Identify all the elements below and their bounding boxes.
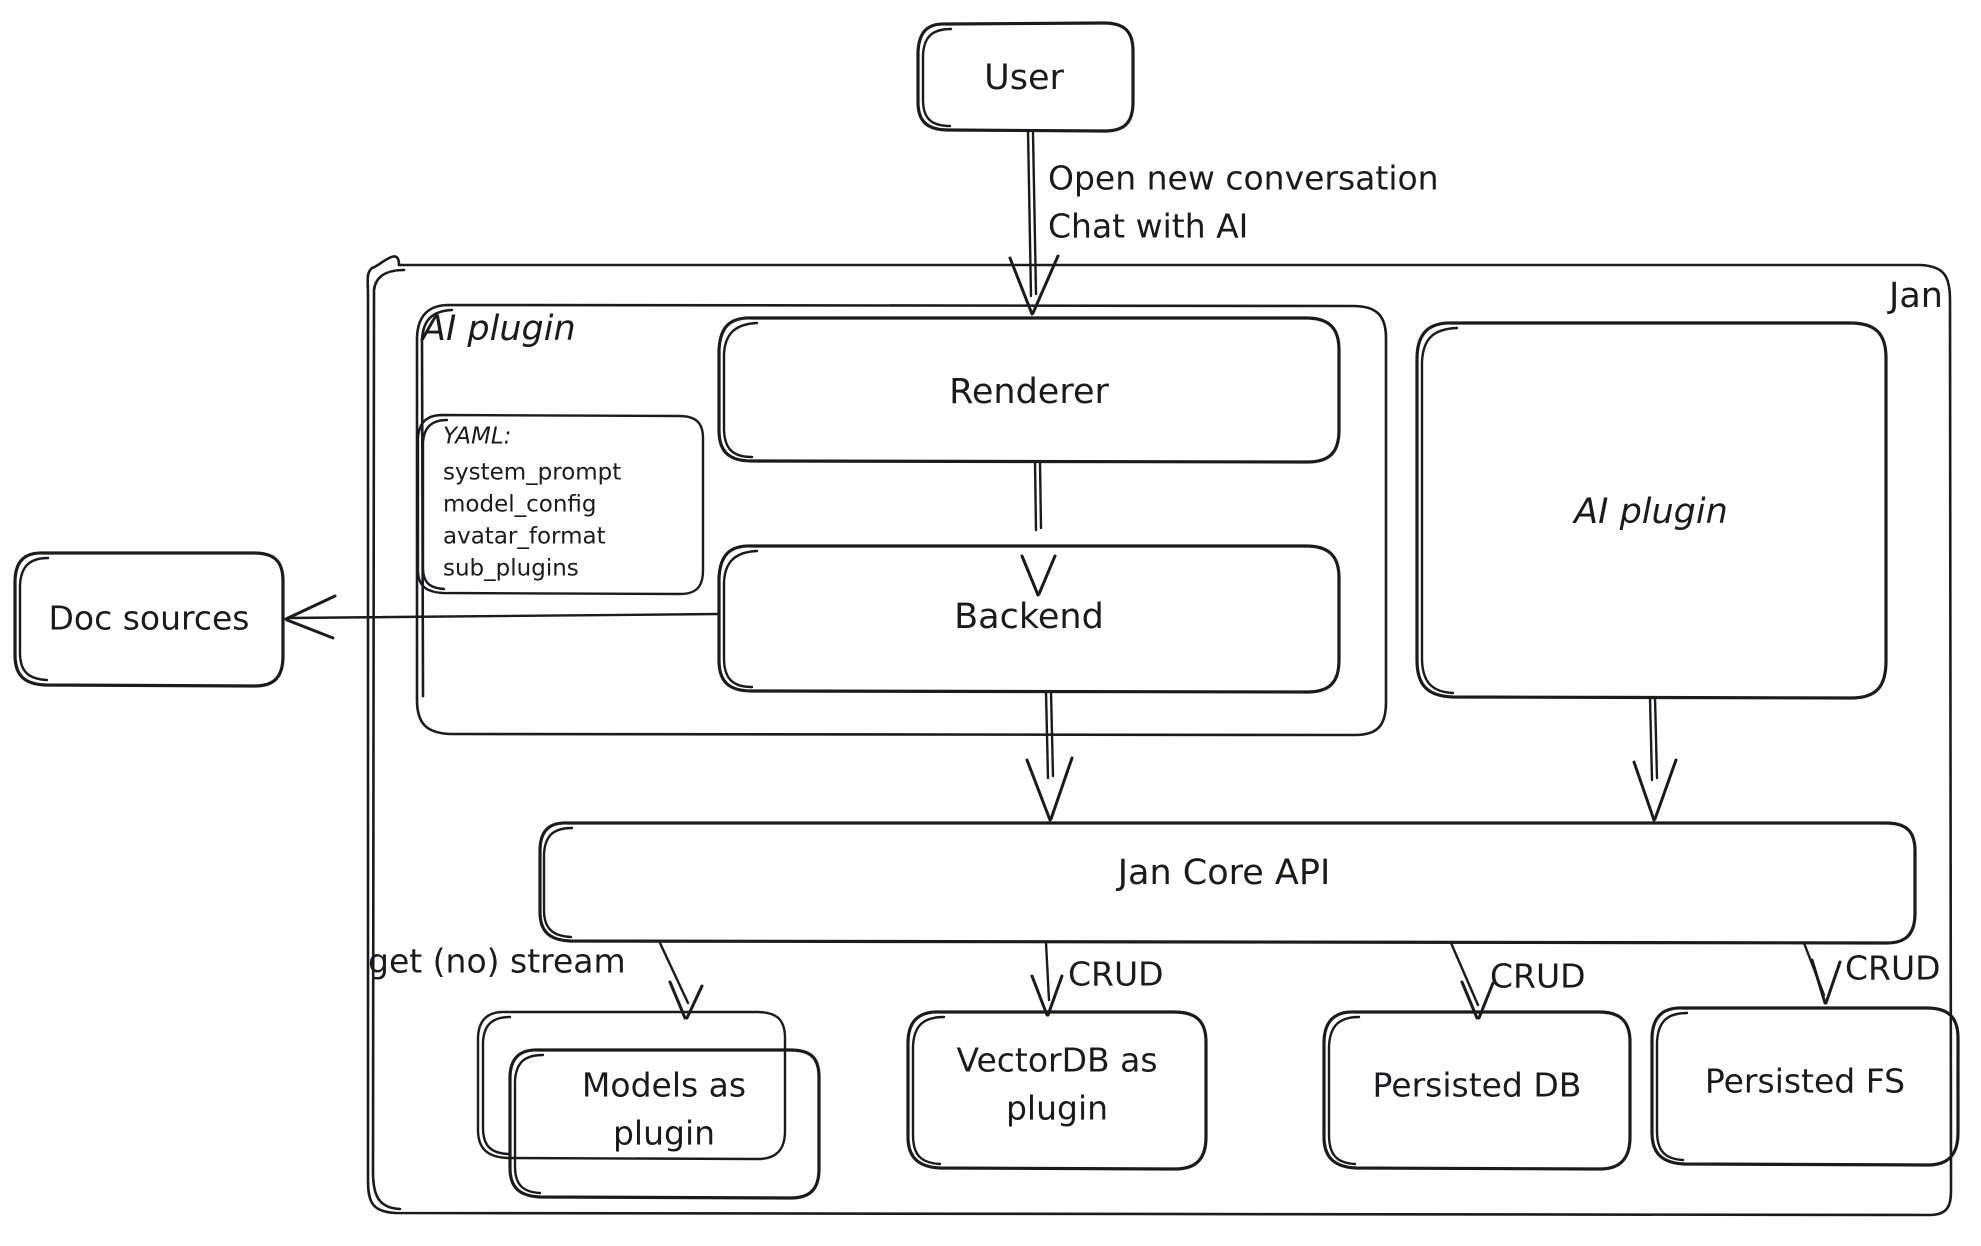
models-plugin-node[interactable] (476, 1010, 821, 1200)
edge-label-open-conversation: Open new conversation (1048, 159, 1439, 198)
yaml-item-system-prompt: system_prompt (443, 460, 621, 486)
ai-plugin-right-node-label: AI plugin (1572, 492, 1728, 532)
backend-node[interactable] (717, 544, 1341, 694)
ai-plugin-right-node[interactable] (1415, 321, 1888, 700)
edge-label-get-no-stream: get (no) stream (368, 942, 626, 981)
jan-container-label: Jan (1887, 276, 1943, 316)
persisted-db-node-label: Persisted DB (1373, 1066, 1582, 1105)
vectordb-plugin-node[interactable] (906, 1010, 1208, 1171)
edge-core-to-models (658, 941, 704, 1020)
edge-user-to-renderer (1008, 129, 1060, 316)
backend-node-label: Backend (954, 597, 1104, 637)
yaml-item-avatar-format: avatar_format (443, 524, 606, 550)
renderer-node-label: Renderer (949, 372, 1109, 412)
yaml-item-model-config: model_config (443, 492, 597, 518)
edge-core-to-persisted-fs (1802, 941, 1842, 1005)
yaml-item-sub-plugins: sub_plugins (443, 556, 579, 582)
edge-core-to-vectordb (1030, 941, 1064, 1017)
ai-plugin-container-label: AI plugin (420, 309, 576, 349)
doc-sources-node[interactable] (13, 551, 285, 688)
edge-backend-to-core (1025, 690, 1074, 822)
edge-core-to-persisted-db (1449, 941, 1495, 1020)
edge-label-crud-persisted-db: CRUD (1490, 957, 1586, 996)
vectordb-plugin-label-line2: plugin (1006, 1089, 1108, 1128)
persisted-db-node[interactable] (1322, 1010, 1632, 1171)
edge-label-chat-with-ai: Chat with AI (1048, 207, 1248, 246)
user-node-label: User (984, 58, 1064, 98)
yaml-note-box[interactable] (416, 413, 705, 596)
ai-plugin-container[interactable] (415, 303, 1388, 737)
jan-container[interactable] (366, 255, 1953, 1217)
edge-backend-to-doc-sources (284, 594, 721, 640)
jan-core-api-node-label: Jan Core API (1116, 853, 1331, 893)
persisted-fs-node[interactable] (1650, 1006, 1960, 1167)
edge-renderer-to-backend (1020, 460, 1057, 597)
models-plugin-label-line1: Models as (582, 1066, 746, 1105)
edge-label-crud-persisted-fs: CRUD (1845, 949, 1941, 988)
edge-aiplugin-to-core (1632, 696, 1678, 822)
renderer-node[interactable] (717, 316, 1341, 464)
persisted-fs-node-label: Persisted FS (1705, 1062, 1905, 1101)
edge-label-crud-vectordb: CRUD (1068, 955, 1164, 994)
yaml-note-title: YAML: (443, 424, 511, 450)
user-node[interactable] (916, 21, 1135, 133)
vectordb-plugin-label-line1: VectorDB as (956, 1041, 1157, 1080)
jan-core-api-node[interactable] (538, 821, 1917, 945)
doc-sources-node-label: Doc sources (48, 599, 249, 638)
models-plugin-label-line2: plugin (613, 1114, 715, 1153)
